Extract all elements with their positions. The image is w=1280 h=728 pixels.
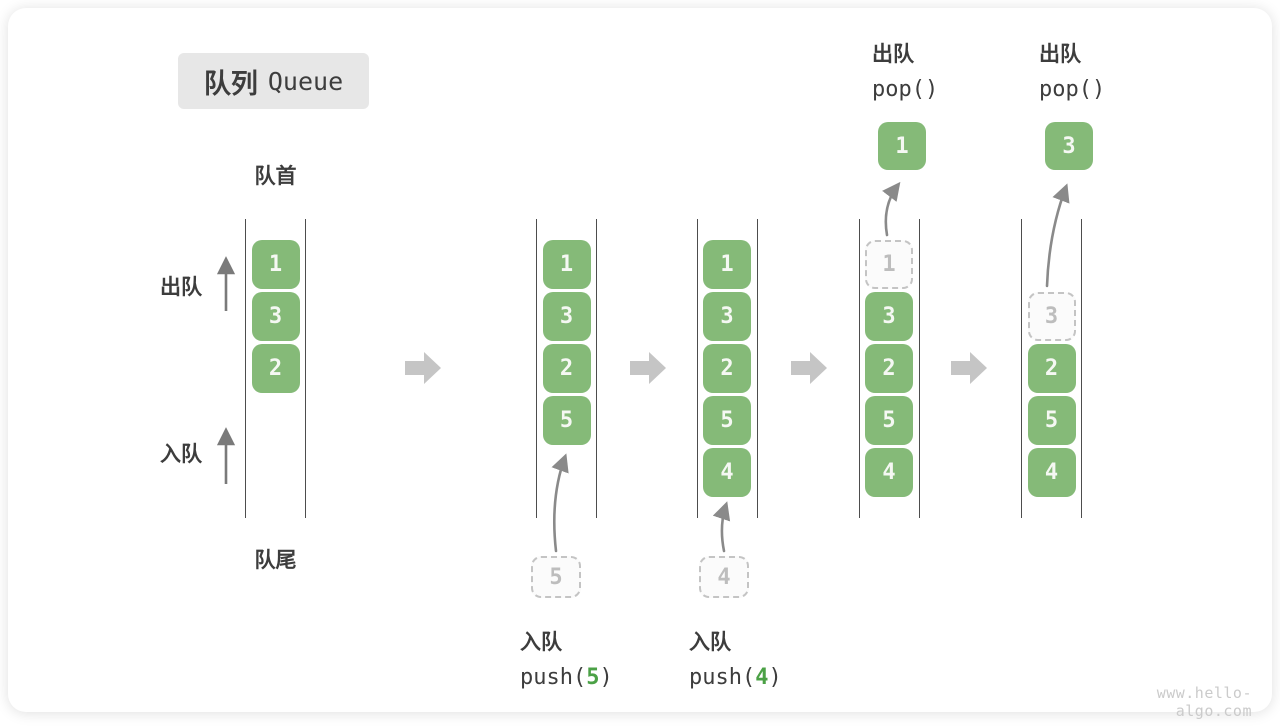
title-english: Queue — [267, 66, 344, 96]
title-box: 队列 Queue — [178, 53, 369, 109]
queue-head-label: 队首 — [254, 165, 297, 188]
incoming-element-5: 5 — [531, 556, 581, 598]
queue-element: 1 — [703, 240, 751, 289]
queue-element: 2 — [1027, 344, 1076, 393]
enqueue-direction-label: 入队 — [160, 443, 202, 466]
ghost-element: 1 — [865, 240, 913, 289]
queue-element: 4 — [703, 448, 751, 497]
arrows-overlay — [216, 181, 1070, 553]
enqueue4-action-label: 入队 — [689, 631, 731, 654]
watermark: www.hello-algo.com — [1156, 684, 1252, 720]
queue-element: 5 — [703, 396, 751, 445]
dequeue1-annotation: 出队 pop() — [872, 38, 938, 102]
queue-element: 3 — [542, 292, 591, 341]
enqueue4-code: push(4) — [689, 665, 782, 690]
incoming-element-4: 4 — [699, 556, 749, 598]
queue-element: 5 — [542, 396, 591, 445]
ghost-element: 3 — [1027, 292, 1076, 341]
queue-element: 2 — [703, 344, 751, 393]
enqueue4-annotation: 入队 push(4) — [689, 626, 782, 690]
dequeue3-annotation: 出队 pop() — [1039, 38, 1105, 102]
block-arrow-3 — [791, 352, 827, 384]
title-chinese: 队列 — [203, 68, 258, 99]
block-arrow-1 — [405, 352, 441, 384]
queue-element: 3 — [865, 292, 913, 341]
dequeue-direction-label: 出队 — [160, 276, 202, 299]
enqueue5-action-label: 入队 — [520, 631, 562, 654]
queue-element: 1 — [542, 240, 591, 289]
queue-element: 2 — [542, 344, 591, 393]
dequeue3-code: pop() — [1039, 77, 1106, 102]
popped-element-3: 3 — [1045, 122, 1093, 170]
block-arrow-4 — [951, 352, 987, 384]
queue-element: 2 — [251, 344, 300, 393]
queue-element: 3 — [703, 292, 751, 341]
enqueue5-annotation: 入队 push(5) — [520, 626, 613, 690]
dequeue1-code: pop() — [872, 77, 939, 102]
queue-tail-label: 队尾 — [254, 549, 297, 572]
dequeue1-action-label: 出队 — [872, 43, 914, 66]
dequeue3-action-label: 出队 — [1039, 43, 1081, 66]
queue-element: 5 — [1027, 396, 1076, 445]
queue-element: 3 — [251, 292, 300, 341]
queue-element: 4 — [865, 448, 913, 497]
block-arrow-2 — [630, 352, 666, 384]
queue-element: 2 — [865, 344, 913, 393]
queue-element: 1 — [251, 240, 300, 289]
enqueue5-code: push(5) — [520, 665, 613, 690]
queue-element: 5 — [865, 396, 913, 445]
popped-element-1: 1 — [878, 122, 926, 170]
queue-element: 4 — [1027, 448, 1076, 497]
